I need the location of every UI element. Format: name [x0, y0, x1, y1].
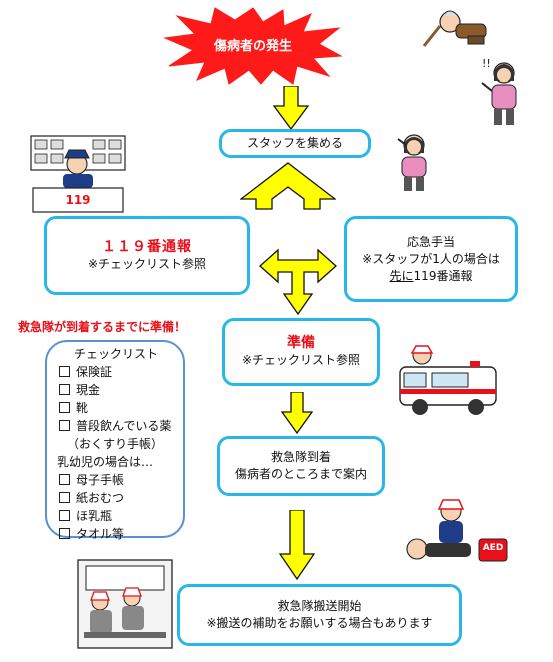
transport-note: ※搬送の補助をお願いする場合もあります	[206, 616, 433, 630]
prepare-box: 準備 ※チェックリスト参照	[222, 318, 380, 386]
call-119-title: １１９番通報	[102, 238, 192, 255]
checklist-item: 靴	[59, 399, 171, 417]
checklist-item-label: 靴	[76, 401, 89, 415]
checklist-item: 母子手帳	[59, 471, 171, 489]
arrow-down-1	[273, 86, 309, 130]
checklist-item-label: ほ乳瓶	[76, 509, 113, 523]
gather-staff-label: スタッフを集める	[246, 136, 343, 150]
start-event-label: 傷病者の発生	[213, 39, 292, 54]
arrival-title: 救急隊到着	[270, 450, 331, 464]
checkbox-icon	[59, 474, 70, 485]
call-119-box: １１９番通報 ※チェックリスト参照	[44, 216, 250, 295]
alarmed-woman-icon: !!	[481, 57, 517, 125]
dispatcher-119-sign: 119	[65, 193, 91, 207]
dispatcher-icon	[30, 135, 126, 213]
first-aid-title: 応急手当	[406, 234, 455, 249]
call-119-note: ※チェックリスト参照	[87, 256, 207, 271]
first-aid-underline: 先に	[389, 268, 414, 283]
transport-title: 救急隊搬送開始	[277, 599, 362, 613]
cross-arrow	[259, 248, 337, 316]
checklist-items: 保険証 現金 靴 普段飲んでいる薬 （おくすり手帳） 乳幼児の場合は… 母子手帳…	[57, 363, 171, 543]
gather-staff-box: スタッフを集める	[219, 129, 371, 158]
checklist-item-label: 普段飲んでいる薬	[76, 419, 172, 433]
checkbox-icon	[59, 510, 70, 521]
svg-text:!!: !!	[482, 57, 491, 70]
aed-rescue-icon	[406, 499, 508, 562]
transport-box: 救急隊搬送開始 ※搬送の補助をお願いする場合もあります	[177, 584, 462, 646]
first-aid-call-order: 先に119番通報	[390, 268, 473, 285]
checkbox-icon	[59, 384, 70, 395]
prepare-title: 準備	[287, 335, 315, 351]
checklist-item: ほ乳瓶	[59, 507, 171, 525]
fallen-elderly-icon	[422, 10, 487, 47]
infant-header: 乳幼児の場合は…	[57, 455, 154, 469]
ambulance-icon	[399, 345, 497, 415]
first-aid-call-rest: 119番通報	[413, 268, 473, 283]
checklist-item: 現金	[59, 381, 171, 399]
checklist-item-label: 母子手帳	[76, 473, 125, 487]
paramedics-stretcher-icon	[77, 559, 173, 649]
calling-woman-icon	[397, 134, 427, 191]
arrow-down-3	[279, 510, 315, 580]
prepare-note: ※チェックリスト参照	[241, 353, 361, 367]
checklist-title: チェックリスト	[74, 347, 159, 361]
checkbox-icon	[59, 492, 70, 503]
prep-header: 救急隊が到着するまでに準備！	[18, 320, 187, 334]
checkbox-icon	[59, 528, 70, 539]
checkbox-icon	[59, 366, 70, 377]
medicine-note: （おくすり手帳）	[67, 437, 164, 451]
checkbox-icon	[59, 402, 70, 413]
checklist-item-label: タオル等	[76, 527, 125, 541]
aed-label: AED	[482, 543, 504, 553]
checklist-item: 紙おむつ	[59, 489, 171, 507]
checklist-item-label: 紙おむつ	[76, 491, 125, 505]
split-arrow	[240, 162, 336, 210]
checklist-item-label: 保険証	[76, 365, 113, 379]
checklist-item: 保険証	[59, 363, 171, 381]
arrow-down-2	[281, 392, 313, 434]
checklist-panel	[45, 340, 185, 538]
arrival-note: 傷病者のところまで案内	[234, 467, 367, 481]
explosion-burst-icon	[163, 7, 343, 85]
first-aid-box: 応急手当 ※スタッフが1人の場合は 先に119番通報	[344, 216, 518, 302]
checklist-item: 普段飲んでいる薬	[59, 417, 171, 435]
checkbox-icon	[59, 420, 70, 431]
checklist-item: タオル等	[59, 525, 171, 543]
checklist-item-label: 現金	[76, 383, 101, 397]
arrival-box: 救急隊到着 傷病者のところまで案内	[217, 436, 385, 496]
first-aid-note: ※スタッフが1人の場合は	[362, 251, 500, 266]
